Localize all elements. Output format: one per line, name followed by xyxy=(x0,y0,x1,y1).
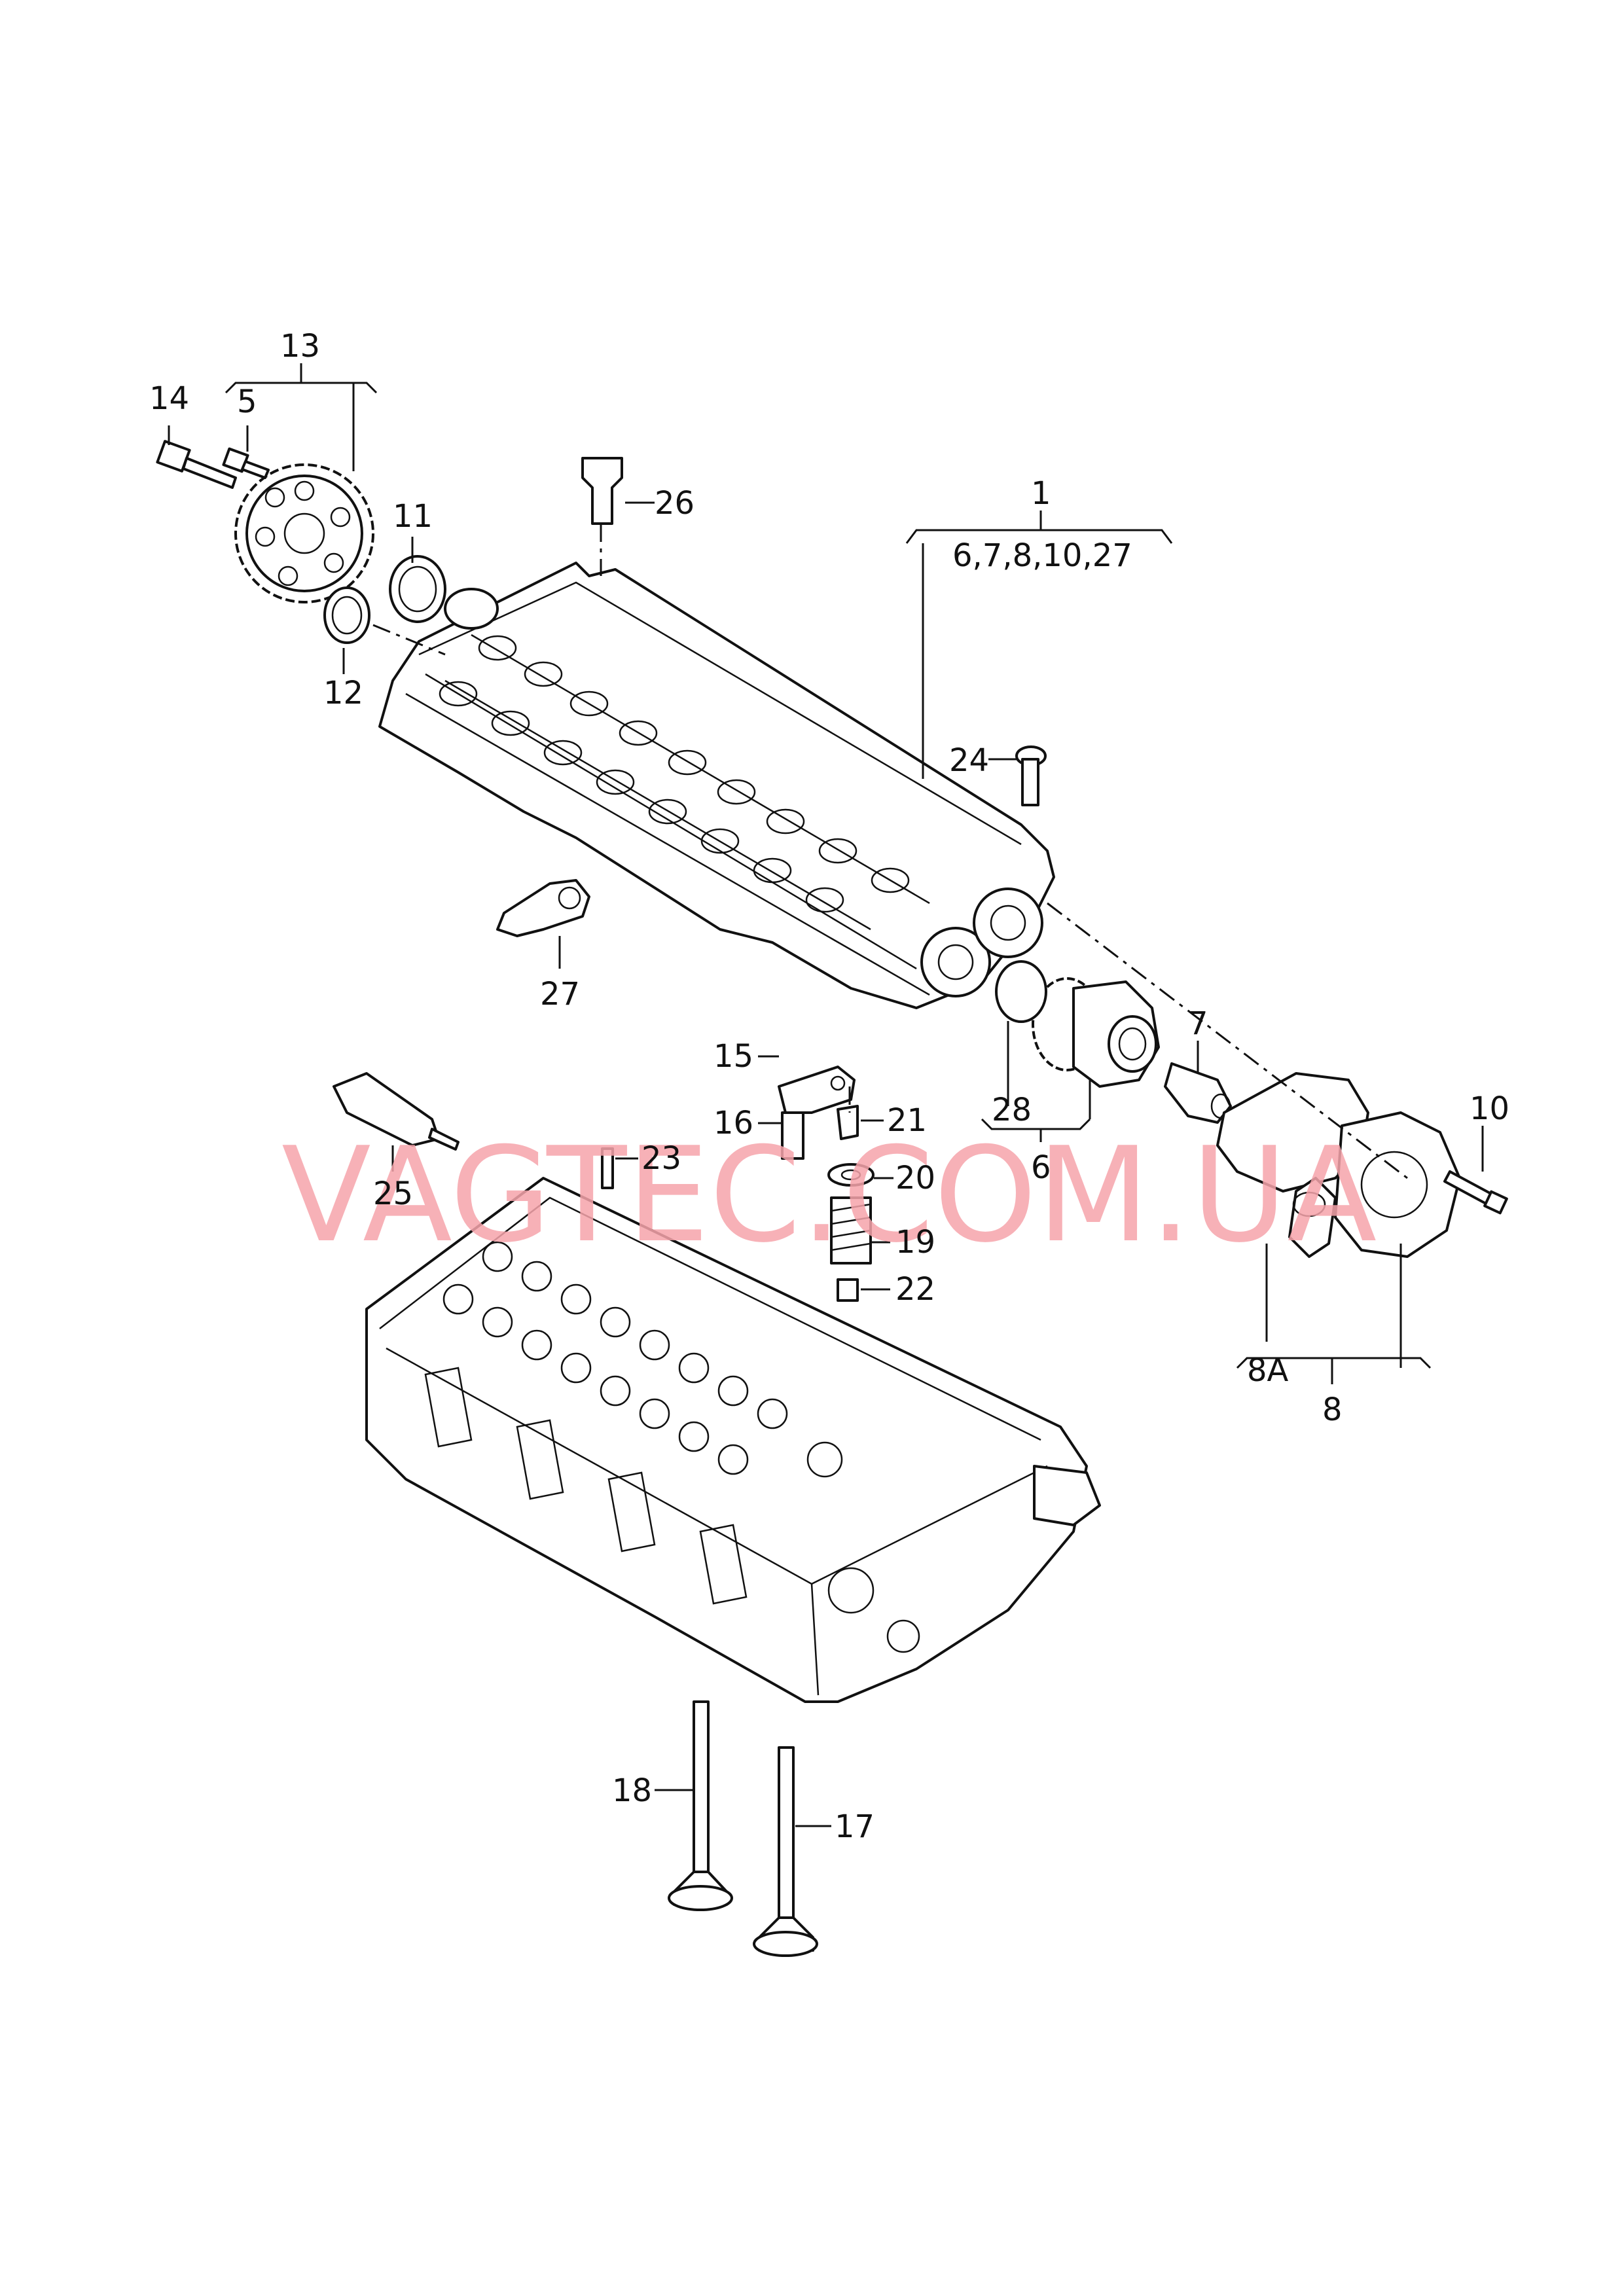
callout-7: 7 xyxy=(1188,1005,1208,1042)
callout-15: 15 xyxy=(713,1038,753,1075)
camshaft-housing xyxy=(378,562,1055,1009)
watermark: VAGTEC.COM.UA xyxy=(281,1119,1377,1272)
spring-retainer-20 xyxy=(827,1163,875,1187)
callout-24: 24 xyxy=(949,742,989,779)
callout-10: 10 xyxy=(1470,1090,1509,1127)
callout-25: 25 xyxy=(373,1175,413,1212)
vacuum-pump xyxy=(1216,1072,1461,1258)
bolt-24 xyxy=(1015,745,1047,806)
callout-labels: 13 14 5 11 12 26 1 6,7,8,10,27 24 27 28 … xyxy=(149,328,1509,1845)
callout-8a: 8A xyxy=(1247,1352,1289,1389)
callout-21: 21 xyxy=(887,1102,927,1139)
sealant-tube-25 xyxy=(333,1072,460,1151)
keeper-21 xyxy=(837,1105,859,1140)
callout-14: 14 xyxy=(149,380,189,417)
leader-lines xyxy=(168,363,1484,1827)
sensor-27 xyxy=(496,879,590,937)
seal-11 xyxy=(389,555,446,623)
cylinder-head xyxy=(365,1177,1101,1703)
plug-26 xyxy=(581,457,623,525)
camshaft-sprocket xyxy=(234,463,374,603)
valve-spring-19 xyxy=(830,1196,872,1265)
callout-11: 11 xyxy=(393,498,433,535)
bolt-5 xyxy=(222,447,270,479)
o-ring-28 xyxy=(995,960,1047,1023)
callout-13: 13 xyxy=(280,328,320,365)
callout-6: 6 xyxy=(1031,1149,1051,1186)
callout-1: 1 xyxy=(1031,475,1051,512)
callout-22: 22 xyxy=(895,1271,935,1308)
valve-17 xyxy=(753,1746,818,1957)
callout-8: 8 xyxy=(1322,1391,1343,1428)
callout-5: 5 xyxy=(237,384,257,420)
callout-20: 20 xyxy=(895,1160,935,1196)
rocker-arm-15 xyxy=(778,1066,856,1114)
callout-16: 16 xyxy=(713,1105,753,1141)
callout-27: 27 xyxy=(540,976,580,1013)
valve-seal-22 xyxy=(837,1278,859,1302)
valve-18 xyxy=(668,1700,733,1911)
assembly-lines xyxy=(372,524,1408,1179)
callout-19: 19 xyxy=(895,1224,935,1261)
control-valve-7 xyxy=(1164,1062,1232,1124)
callout-17: 17 xyxy=(835,1808,875,1845)
callout-18: 18 xyxy=(612,1772,652,1809)
callout-23: 23 xyxy=(641,1140,681,1177)
callout-26: 26 xyxy=(655,485,695,522)
camshaft-adjuster xyxy=(1032,977,1160,1088)
bolt-14 xyxy=(156,440,237,489)
lifter-16 xyxy=(781,1111,804,1160)
callout-1-sub: 6,7,8,10,27 xyxy=(952,537,1132,574)
seal-12 xyxy=(323,586,370,644)
callout-28: 28 xyxy=(992,1092,1032,1128)
callout-12: 12 xyxy=(323,675,363,711)
bolt-10 xyxy=(1443,1170,1508,1215)
dowel-23 xyxy=(601,1147,614,1189)
